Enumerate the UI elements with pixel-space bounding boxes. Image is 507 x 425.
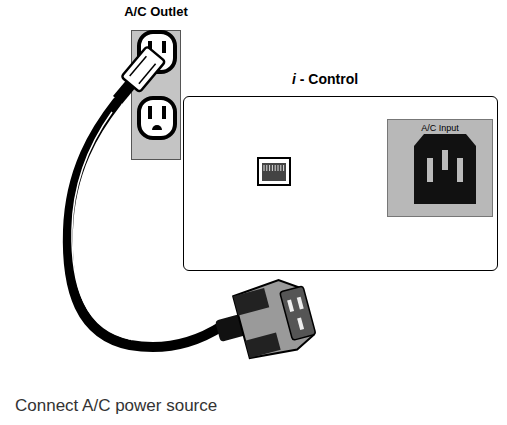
port-contact xyxy=(269,165,270,171)
heading-label: A/C Outlet xyxy=(124,4,188,19)
cord-highlight xyxy=(72,112,130,339)
port-contact xyxy=(280,165,281,171)
port-contact xyxy=(266,165,267,171)
port-contact xyxy=(283,165,284,171)
port-contact xyxy=(275,165,276,171)
panel-label: A/C Input xyxy=(388,120,492,133)
port-contact xyxy=(278,165,279,171)
heading-label: i - Control xyxy=(292,71,358,87)
port-contact xyxy=(264,165,265,171)
outlet-face xyxy=(139,98,175,138)
port-contact xyxy=(272,165,273,171)
power-inlet xyxy=(414,134,476,204)
caption: Connect A/C power source xyxy=(15,396,217,416)
network-port xyxy=(258,158,290,185)
power-cord xyxy=(68,102,222,347)
iec-connector xyxy=(209,274,318,368)
